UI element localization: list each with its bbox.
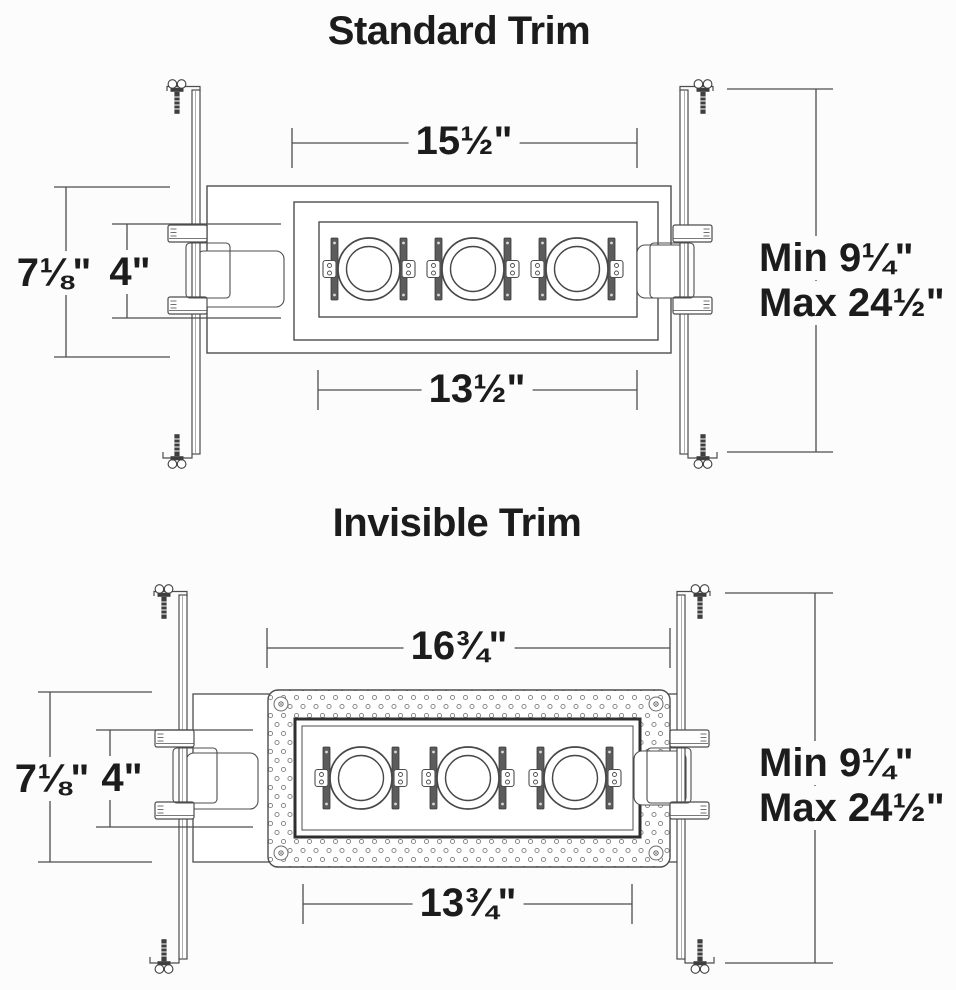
- standard-trim-title: Standard Trim: [327, 9, 591, 53]
- lamp-module: [530, 237, 624, 301]
- flange-screw: [273, 696, 289, 712]
- dim-ceiling-max-label: Max 24½": [752, 786, 952, 830]
- dim-ceiling-min-label: Min 9¼": [752, 236, 921, 280]
- dim-ceiling-max-label: Max 24½": [752, 281, 952, 325]
- mounting-arm-left: [195, 250, 285, 308]
- invisible-trim-diagram: [38, 585, 833, 974]
- dim-bottom-width-label: 13½": [421, 367, 533, 411]
- lamp-module: [421, 746, 515, 810]
- flange-screw: [648, 845, 664, 861]
- dim-housing-height-label: 7⅛": [9, 251, 99, 295]
- lamp-module: [322, 237, 416, 301]
- dim-aperture-height-label: 4": [94, 756, 150, 800]
- dim-top-width-label: 15½": [408, 119, 520, 163]
- trim-aperture-inner: [301, 725, 634, 831]
- invisible-trim-title: Invisible Trim: [332, 501, 582, 545]
- dim-top-width-label: 16¾": [403, 624, 515, 668]
- lamp-module: [314, 746, 408, 810]
- mounting-arm-left: [185, 752, 259, 810]
- flange-screw: [273, 845, 289, 861]
- standard-trim-diagram: [54, 80, 833, 469]
- dim-aperture-height-label: 4": [102, 250, 158, 294]
- dim-ceiling-min-label: Min 9¼": [752, 741, 921, 785]
- lamp-module: [426, 237, 520, 301]
- flange-screw: [648, 696, 664, 712]
- dim-bottom-width-label: 13¾": [412, 881, 524, 925]
- lamp-module: [528, 746, 622, 810]
- dim-housing-height-label: 7⅛": [7, 757, 97, 801]
